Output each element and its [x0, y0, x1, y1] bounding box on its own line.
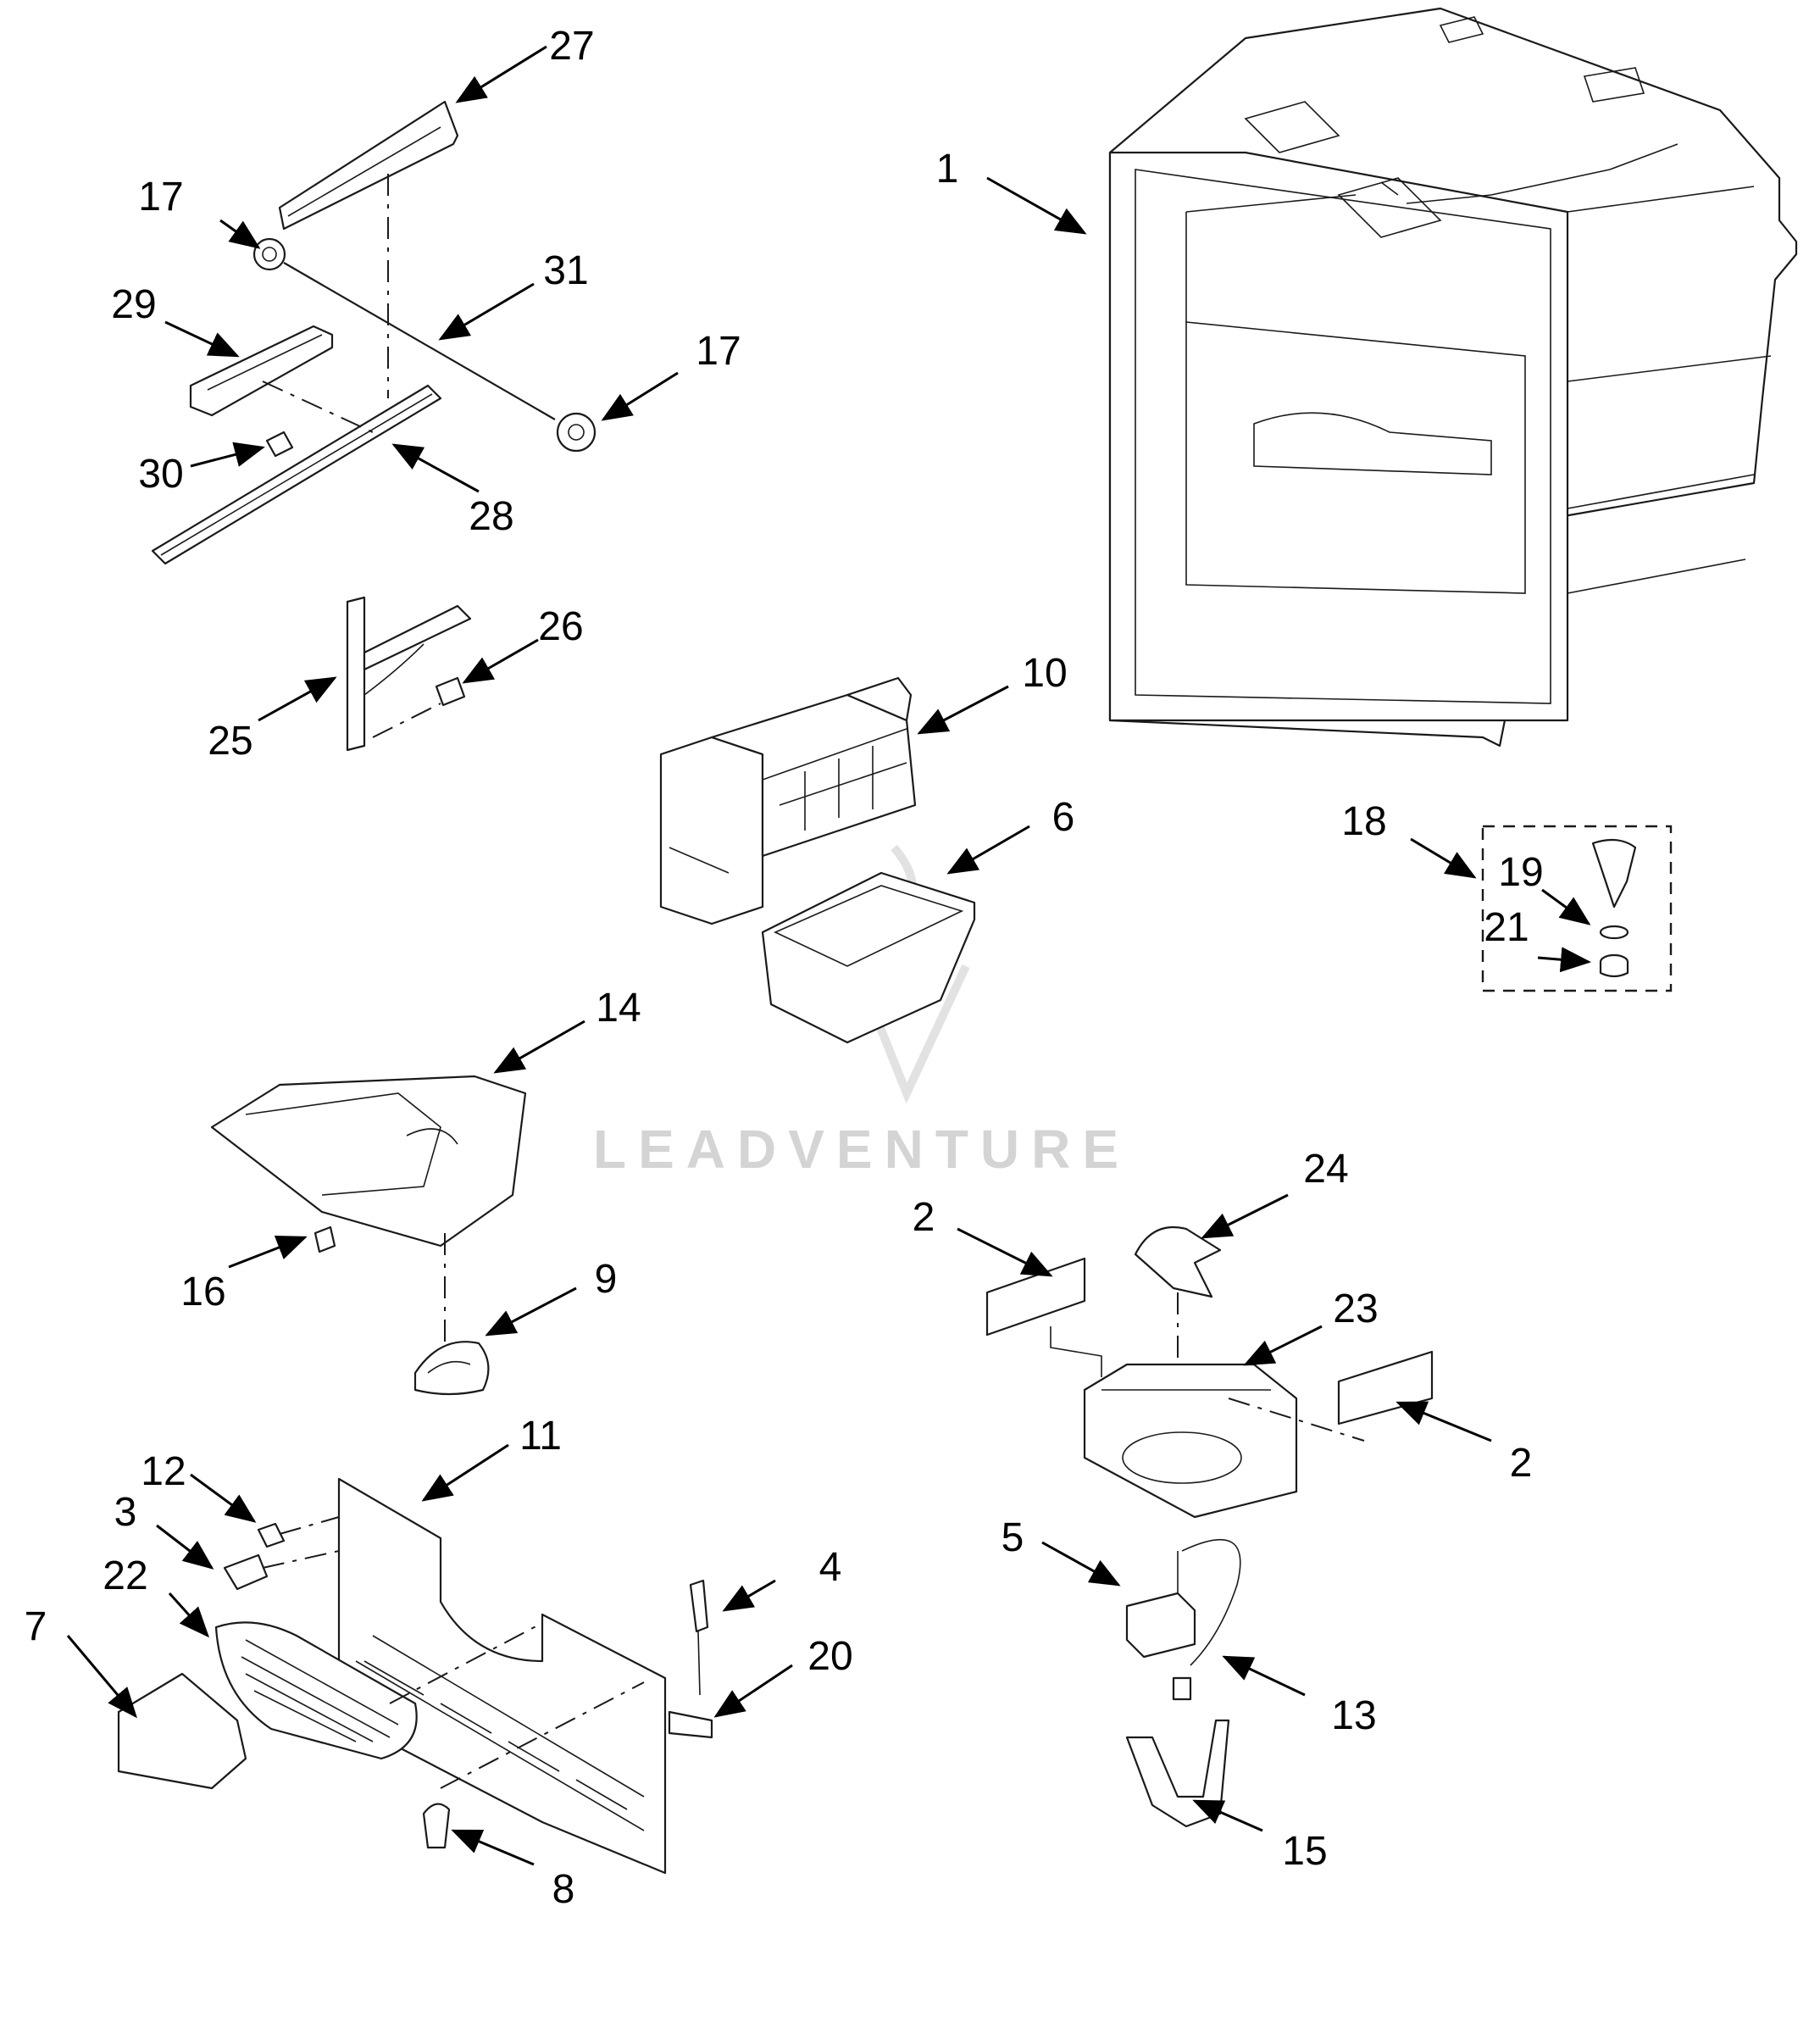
- part-23-fan-housing: [1083, 1363, 1298, 1519]
- part-17-gear-left: [252, 237, 286, 271]
- callout-14: 14: [596, 986, 641, 1031]
- part-3-clip: [223, 1553, 269, 1591]
- callout-22: 22: [103, 1553, 147, 1598]
- centerline-29-28: [262, 381, 374, 433]
- callout-1: 1: [936, 147, 959, 192]
- part-25-bracket: [346, 596, 472, 752]
- leader-gasket-left: [1050, 1326, 1102, 1377]
- centerline-22-11: [389, 1622, 543, 1704]
- callout-16: 16: [180, 1270, 225, 1314]
- centerline-23-gasket: [1228, 1398, 1365, 1442]
- callout-8: 8: [552, 1867, 575, 1912]
- part-13-grommet: [1172, 1676, 1192, 1701]
- callout-27: 27: [549, 24, 594, 69]
- callout-29: 29: [111, 282, 156, 327]
- part-31-shaft: [283, 262, 556, 420]
- callout-7: 7: [25, 1604, 47, 1649]
- part-16-switch: [314, 1225, 336, 1253]
- callout-17-right: 17: [696, 329, 741, 374]
- callout-9: 9: [595, 1257, 618, 1302]
- part-14-ice-tray: [210, 1075, 527, 1248]
- callout-20: 20: [807, 1634, 852, 1679]
- callout-21: 21: [1484, 905, 1529, 950]
- part-15-bracket: [1125, 1719, 1230, 1828]
- callout-30: 30: [138, 452, 183, 497]
- callout-arrows: [66, 45, 1591, 1866]
- part-9-motor: [413, 1341, 490, 1396]
- part-30-screw: [265, 431, 294, 458]
- watermark: LEADVENTURE: [593, 844, 1130, 1180]
- callout-15: 15: [1282, 1829, 1327, 1874]
- part-19-valve: [1591, 838, 1637, 940]
- part-22-grille: [214, 1621, 418, 1760]
- callout-3: 3: [114, 1490, 137, 1535]
- centerline-3-11: [262, 1550, 340, 1569]
- part-2-gasket-left: [985, 1257, 1086, 1337]
- callout-2-right: 2: [1510, 1441, 1533, 1486]
- callout-4: 4: [819, 1545, 842, 1590]
- callout-18: 18: [1341, 799, 1386, 844]
- callout-6: 6: [1052, 795, 1075, 840]
- callout-11: 11: [519, 1414, 562, 1459]
- part-28-slide-rail: [151, 384, 442, 565]
- part-18-kit-box: [1481, 825, 1673, 992]
- centerline-12-11: [279, 1516, 340, 1535]
- callout-19: 19: [1498, 850, 1543, 895]
- part-26-screw: [435, 676, 466, 707]
- part-21-cap: [1599, 953, 1629, 978]
- callout-17-left: 17: [138, 175, 183, 220]
- part-2-gasket-right: [1337, 1350, 1434, 1425]
- part-24-fan-blade: [1134, 1225, 1222, 1298]
- part-6-ice-bin: [761, 871, 976, 1044]
- callout-25: 25: [208, 719, 252, 764]
- callout-31: 31: [543, 248, 588, 293]
- callout-labels: 1 2 2 3 4 5 6 7 8 9 10 11 12 13 14 15 16…: [25, 24, 1544, 1912]
- part-5-fan-motor: [1125, 1538, 1241, 1666]
- callout-26: 26: [538, 604, 583, 649]
- part-27-rail: [278, 100, 459, 231]
- part-20-foam-strip: [668, 1710, 713, 1739]
- centerline-8-11: [440, 1681, 645, 1789]
- centerline-25-26: [372, 703, 441, 738]
- callout-24: 24: [1303, 1147, 1348, 1192]
- part-7-cover: [117, 1672, 247, 1790]
- watermark-text: LEADVENTURE: [593, 1119, 1130, 1180]
- part-8-sensor: [422, 1803, 451, 1849]
- callout-10: 10: [1022, 651, 1067, 696]
- part-1-ice-compartment-housing: [1108, 7, 1798, 747]
- callout-2-left: 2: [913, 1195, 935, 1240]
- part-17-gear-right: [556, 412, 596, 453]
- part-10-ice-maker: [659, 676, 917, 925]
- part-11-evaporator-cover: [337, 1477, 667, 1875]
- callout-23: 23: [1333, 1287, 1378, 1331]
- part-12-screw: [257, 1522, 286, 1548]
- part-4-thermistor: [689, 1579, 709, 1696]
- callout-13: 13: [1331, 1693, 1376, 1738]
- callout-28: 28: [469, 494, 513, 539]
- callout-12: 12: [141, 1449, 186, 1494]
- part-29-bracket: [189, 325, 334, 417]
- callout-5: 5: [1002, 1515, 1024, 1560]
